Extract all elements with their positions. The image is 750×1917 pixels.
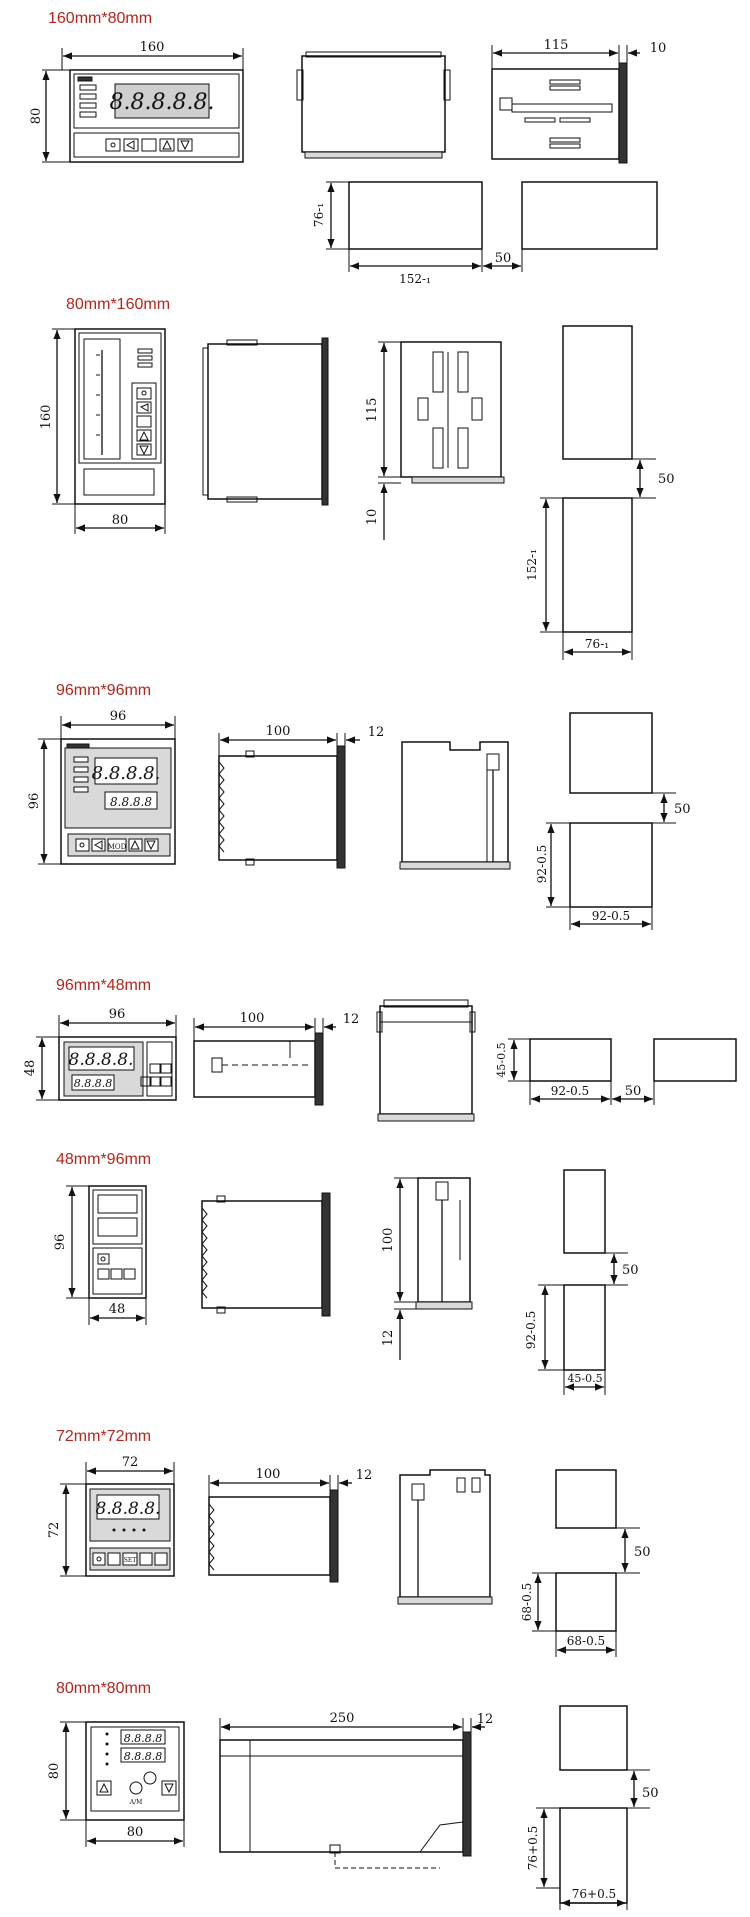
- dim-depth: 115: [365, 398, 380, 423]
- dim-cutout-height: 76-₁: [312, 203, 326, 227]
- dim-cutout-width: 45-0.5: [567, 1372, 602, 1385]
- dim-cutout-width: 152-₁: [399, 272, 431, 286]
- dim-front-width: 80: [112, 513, 129, 528]
- dim-cutout-width: 92-0.5: [551, 1084, 589, 1098]
- dim-depth: 100: [240, 1011, 265, 1026]
- dim-depth: 100: [266, 724, 291, 739]
- dim-front-height: 96: [27, 793, 42, 810]
- dim-depth: 100: [381, 1228, 396, 1253]
- dim-gap: 50: [625, 1084, 642, 1099]
- dim-depth: 250: [330, 1711, 355, 1726]
- dim-bezel: 12: [368, 725, 385, 740]
- front-view-80x80: 8.8.8.8 8.8.8.8 A/M: [85, 1721, 185, 1821]
- section-title-160x80: 160mm*80mm: [48, 10, 153, 27]
- dim-cutout-width: 68-0.5: [567, 1634, 605, 1648]
- display-bottom: 8.8.8.8: [74, 1077, 112, 1090]
- side-view-160x80: [491, 62, 628, 164]
- panel-cutout-96x48: [529, 1038, 737, 1082]
- dim-gap: 50: [622, 1263, 639, 1278]
- dim-bezel: 10: [365, 509, 380, 526]
- side-view-80x80: [219, 1731, 472, 1869]
- dim-cutout-width: 76+0.5: [572, 1887, 616, 1901]
- dim-front-height: 80: [29, 108, 44, 125]
- dim-front-width: 96: [109, 1007, 126, 1022]
- top-view-96x48: [376, 999, 476, 1122]
- front-view-48x96: [88, 1185, 147, 1299]
- dim-front-width: 48: [109, 1302, 126, 1317]
- panel-cutout-48x96: [563, 1169, 606, 1371]
- front-view-96x48: 8.8.8.8. 8.8.8.8: [58, 1036, 177, 1101]
- section-title-96x96: 96mm*96mm: [56, 682, 152, 699]
- front-view-160x80: 8.8.8.8.8.: [69, 69, 244, 163]
- dim-depth: 115: [544, 38, 569, 53]
- dim-gap: 50: [495, 251, 512, 266]
- panel-cutout-72x72: [555, 1469, 617, 1632]
- dim-cutout-height: 68-0.5: [520, 1583, 534, 1621]
- dim-bezel: 12: [356, 1468, 373, 1483]
- dim-gap: 50: [658, 472, 675, 487]
- display-readout: 8.8.8.8.8.: [110, 90, 215, 115]
- display-bottom: 8.8.8.8: [110, 795, 152, 809]
- dim-front-height: 80: [47, 1763, 62, 1780]
- display-top: 8.8.8.8.: [69, 1050, 134, 1070]
- side-view-96x48: [193, 1032, 324, 1106]
- display-top: 8.8.8.8: [124, 1732, 162, 1745]
- top-view-72x72: [397, 1469, 493, 1605]
- mode-key-label: MOD: [108, 843, 127, 851]
- display-readout: 8.8.8.8.: [96, 1499, 161, 1519]
- section-title-48x96: 48mm*96mm: [56, 1151, 152, 1168]
- front-view-96x96: 8.8.8.8. 8.8.8.8 MOD: [60, 738, 176, 865]
- dim-bezel: 10: [650, 41, 667, 56]
- top-view-160x80: [296, 51, 451, 159]
- dim-cutout-height: 152-₁: [525, 549, 539, 581]
- dim-front-height: 48: [23, 1060, 38, 1077]
- dim-bezel: 12: [343, 1012, 360, 1027]
- top-view-96x96: [399, 741, 511, 870]
- dim-cutout-height: 76+0.5: [526, 1826, 540, 1870]
- dim-bezel: 12: [477, 1712, 494, 1727]
- dim-front-width: 96: [110, 709, 127, 724]
- dim-gap: 50: [634, 1545, 651, 1560]
- dim-front-height: 96: [53, 1234, 68, 1251]
- dim-cutout-width: 76-₁: [585, 637, 609, 651]
- am-key-label: A/M: [129, 1799, 143, 1806]
- dim-gap: 50: [642, 1786, 659, 1801]
- panel-cutout-96x96: [569, 712, 653, 908]
- dim-front-width: 80: [127, 1825, 144, 1840]
- dim-bezel: 12: [381, 1330, 396, 1347]
- dim-front-width: 160: [140, 40, 165, 55]
- panel-cutout-80x80: [559, 1705, 628, 1904]
- section-title-96x48: 96mm*48mm: [56, 977, 152, 994]
- top-view-80x160: [202, 337, 329, 506]
- dim-gap: 50: [674, 802, 691, 817]
- side-view-48x96: [201, 1192, 331, 1317]
- set-key-label: SET: [124, 1557, 137, 1564]
- top-view-48x96: [415, 1177, 473, 1310]
- panel-cutout-160x80: [348, 181, 658, 250]
- side-view-80x160: [400, 341, 505, 484]
- dim-front-width: 72: [122, 1455, 139, 1470]
- front-view-72x72: 8.8.8.8. SET: [85, 1483, 175, 1577]
- section-title-80x80: 80mm*80mm: [56, 1680, 152, 1697]
- section-title-72x72: 72mm*72mm: [56, 1428, 152, 1445]
- dim-front-height: 72: [47, 1522, 62, 1539]
- display-bottom: 8.8.8.8: [124, 1750, 162, 1763]
- dim-cutout-width: 92-0.5: [592, 909, 630, 923]
- side-view-96x96: [218, 745, 346, 869]
- dim-cutout-height: 45-0.5: [495, 1042, 508, 1077]
- front-view-80x160: [74, 328, 166, 505]
- dim-cutout-height: 92-0.5: [535, 845, 549, 883]
- display-top: 8.8.8.8.: [92, 763, 161, 784]
- side-view-72x72: [208, 1489, 339, 1583]
- section-title-80x160: 80mm*160mm: [66, 296, 171, 313]
- dim-cutout-height: 92-0.5: [524, 1311, 538, 1349]
- panel-cutout-80x160: [562, 325, 633, 633]
- dim-depth: 100: [256, 1467, 281, 1482]
- dim-front-height: 160: [39, 405, 54, 430]
